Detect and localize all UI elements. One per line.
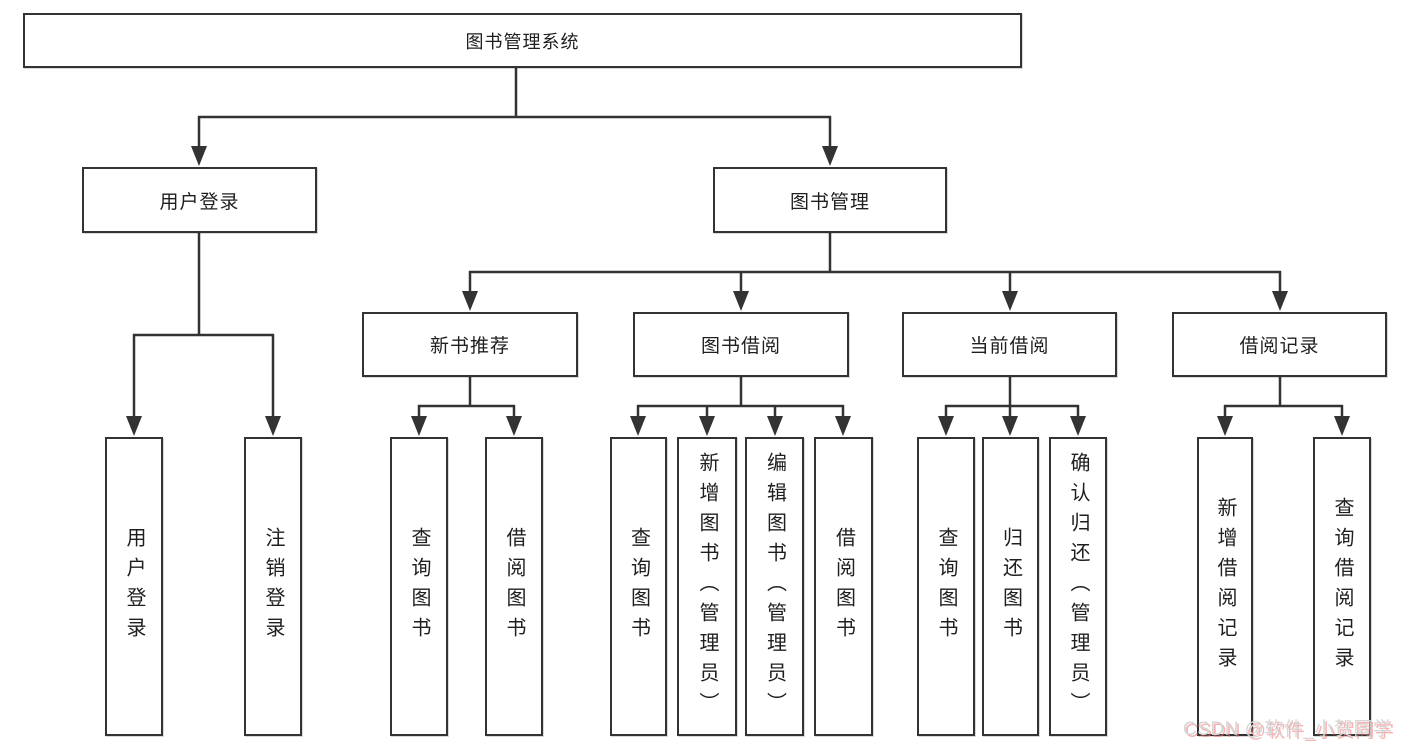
leaf-query-books-recommend: 查询图书 xyxy=(390,437,448,736)
leaf-add-books-admin: 新增图书（管理员） xyxy=(677,437,737,736)
csdn-watermark: CSDN @软件_小贺同学 xyxy=(1183,719,1393,740)
leaf-label: 注销登录 xyxy=(262,526,284,647)
node-label: 新书推荐 xyxy=(429,336,510,357)
leaf-query-books-current: 查询图书 xyxy=(917,437,975,736)
connector-borrowing-leaves xyxy=(630,377,851,436)
leaf-query-borrow-record: 查询借阅记录 xyxy=(1313,437,1371,736)
leaf-label: 查询图书 xyxy=(627,526,650,647)
connector-bookmgmt-level3 xyxy=(462,233,1288,311)
leaf-confirm-return-admin: 确认归还（管理员） xyxy=(1049,437,1107,736)
leaf-label: 确认归还（管理员） xyxy=(1067,451,1089,722)
leaf-edit-books-admin: 编辑图书（管理员） xyxy=(745,437,804,736)
leaf-borrow-books: 借阅图书 xyxy=(814,437,873,736)
connector-newbook-leaves xyxy=(411,377,522,436)
node-user-login: 用户登录 xyxy=(82,167,317,233)
node-book-borrowing: 图书借阅 xyxy=(633,312,849,377)
connector-root-level2 xyxy=(191,68,838,166)
node-label: 借阅记录 xyxy=(1239,336,1320,357)
leaf-label: 编辑图书（管理员） xyxy=(763,451,786,722)
leaf-label: 查询图书 xyxy=(935,526,957,647)
leaf-borrow-books-recommend: 借阅图书 xyxy=(485,437,543,736)
node-library-management-system: 图书管理系统 xyxy=(23,13,1022,68)
connector-userlogin-leaves xyxy=(126,233,281,436)
leaf-user-login: 用户登录 xyxy=(105,437,163,736)
leaf-label: 用户登录 xyxy=(123,526,145,647)
node-current-borrowing: 当前借阅 xyxy=(902,312,1117,377)
node-book-management: 图书管理 xyxy=(713,167,947,233)
connector-current-leaves xyxy=(938,377,1086,436)
node-label: 图书管理系统 xyxy=(465,31,580,52)
node-new-book-recommend: 新书推荐 xyxy=(362,312,578,377)
leaf-logout: 注销登录 xyxy=(244,437,302,736)
leaf-query-books-borrowing: 查询图书 xyxy=(610,437,667,736)
leaf-add-borrow-record: 新增借阅记录 xyxy=(1197,437,1253,736)
leaf-label: 归还图书 xyxy=(999,526,1022,647)
leaf-label: 借阅图书 xyxy=(503,526,525,647)
leaf-label: 新增借阅记录 xyxy=(1214,496,1236,677)
node-label: 当前借阅 xyxy=(969,336,1050,357)
leaf-label: 查询图书 xyxy=(408,526,430,647)
node-label: 图书借阅 xyxy=(700,336,781,357)
leaf-label: 新增图书（管理员） xyxy=(696,451,718,722)
leaf-label: 借阅图书 xyxy=(832,526,855,647)
node-label: 图书管理 xyxy=(789,191,870,213)
connector-records-leaves xyxy=(1217,377,1350,436)
node-borrow-records: 借阅记录 xyxy=(1172,312,1387,377)
leaf-return-books: 归还图书 xyxy=(982,437,1039,736)
leaf-label: 查询借阅记录 xyxy=(1331,496,1353,677)
node-label: 用户登录 xyxy=(159,191,240,213)
